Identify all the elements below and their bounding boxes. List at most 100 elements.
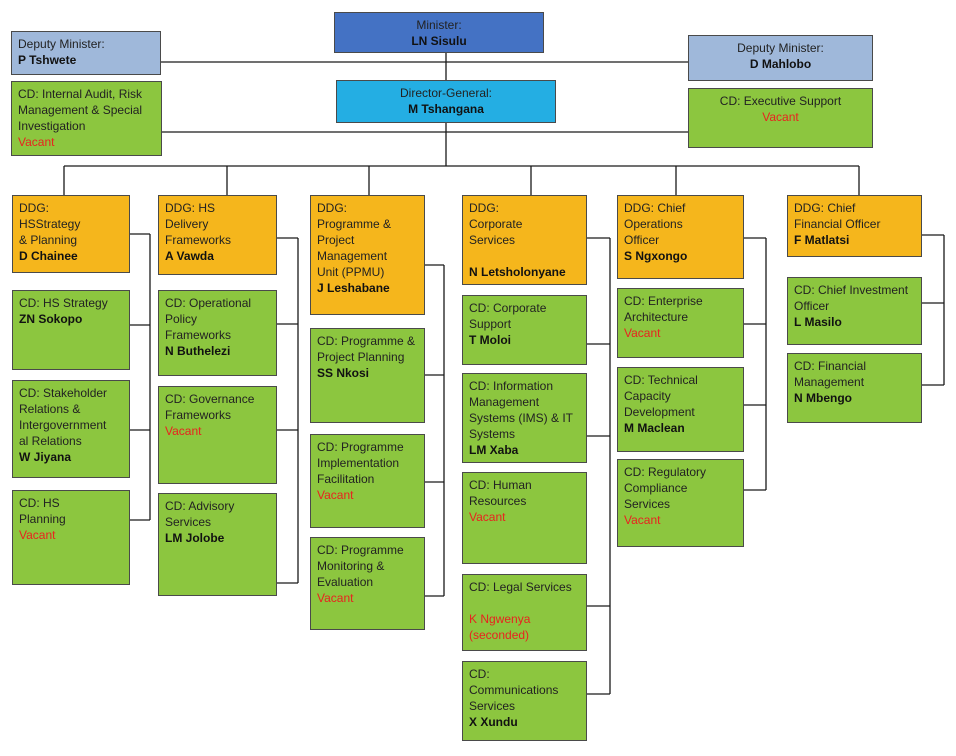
cd-legal-services-box: CD: Legal Services K Ngwenya (seconded) bbox=[462, 574, 587, 651]
cd-corporate-support-box: CD: Corporate Support T Moloi bbox=[462, 295, 587, 365]
cd-advisory-line1: CD: Advisory bbox=[165, 499, 235, 513]
cd-operational-policy-line2: Policy bbox=[165, 312, 198, 326]
minister-title: Minister: bbox=[416, 18, 462, 32]
cd-corporate-support-line2: Support bbox=[469, 317, 512, 331]
cd-hr-line2: Resources bbox=[469, 494, 527, 508]
cd-operational-policy-box: CD: Operational Policy Frameworks N Buth… bbox=[158, 290, 277, 376]
cd-communications-name: X Xundu bbox=[469, 715, 518, 729]
cd-communications-line2: Communications bbox=[469, 683, 559, 697]
ddg-ppmu-line5: Unit (PPMU) bbox=[317, 265, 385, 279]
ddg-ppmu-line4: Management bbox=[317, 249, 388, 263]
cd-hr-status: Vacant bbox=[469, 510, 506, 524]
cd-ims-line4: Systems bbox=[469, 427, 516, 441]
cd-hs-planning-box: CD: HS Planning Vacant bbox=[12, 490, 130, 585]
cd-governance-line1: CD: Governance bbox=[165, 392, 255, 406]
cd-programme-planning-name: SS Nkosi bbox=[317, 366, 370, 380]
ddg-coo-line2: Operations bbox=[624, 217, 683, 231]
ddg-corporate-line2: Corporate bbox=[469, 217, 523, 231]
ddg-hs-strategy-line3: & Planning bbox=[19, 233, 78, 247]
cd-regulatory-line3: Services bbox=[624, 497, 671, 511]
ddg-coo-line3: Officer bbox=[624, 233, 660, 247]
cd-ims-line1: CD: Information bbox=[469, 379, 554, 393]
cd-stakeholder-line1: CD: Stakeholder bbox=[19, 386, 108, 400]
cd-executive-support-title: CD: Executive Support bbox=[719, 94, 842, 108]
cd-advisory-line2: Services bbox=[165, 515, 212, 529]
cd-financial-line1: CD: Financial bbox=[794, 359, 867, 373]
cd-corporate-support-name: T Moloi bbox=[469, 333, 511, 347]
ddg-corporate-line1: DDG: bbox=[469, 201, 499, 215]
cd-stakeholder-name: W Jiyana bbox=[19, 450, 72, 464]
cd-technical-line3: Development bbox=[624, 405, 695, 419]
deputy-minister-left-box: Deputy Minister: P Tshwete bbox=[11, 31, 161, 75]
ddg-cfo-line2: Financial Officer bbox=[794, 217, 881, 231]
cd-corporate-support-line1: CD: Corporate bbox=[469, 301, 547, 315]
cd-financial-line2: Management bbox=[794, 375, 865, 389]
deputy-minister-right-title: Deputy Minister: bbox=[737, 41, 824, 55]
cd-internal-audit-line3: Investigation bbox=[18, 119, 86, 133]
cd-enterprise-status: Vacant bbox=[624, 326, 661, 340]
cd-internal-audit-box: CD: Internal Audit, Risk Management & Sp… bbox=[11, 81, 162, 156]
cd-executive-support-box: CD: Executive Support Vacant bbox=[688, 88, 873, 148]
ddg-coo-line1: DDG: Chief bbox=[624, 201, 686, 215]
cd-hr-line1: CD: Human bbox=[469, 478, 532, 492]
ddg-ppmu-name: J Leshabane bbox=[317, 281, 390, 295]
cd-ims-name: LM Xaba bbox=[469, 443, 519, 457]
cd-regulatory-line1: CD: Regulatory bbox=[624, 465, 707, 479]
cd-internal-audit-line1: CD: Internal Audit, Risk bbox=[18, 87, 143, 101]
cd-governance-frameworks-box: CD: Governance Frameworks Vacant bbox=[158, 386, 277, 484]
ddg-cfo-line1: DDG: Chief bbox=[794, 201, 856, 215]
ddg-ppmu-box: DDG: Programme & Project Management Unit… bbox=[310, 195, 425, 315]
cd-internal-audit-line2: Management & Special bbox=[18, 103, 143, 117]
cd-advisory-services-box: CD: Advisory Services LM Jolobe bbox=[158, 493, 277, 596]
cd-technical-line2: Capacity bbox=[624, 389, 671, 403]
cd-programme-planning-box: CD: Programme & Project Planning SS Nkos… bbox=[310, 328, 425, 423]
cd-enterprise-line2: Architecture bbox=[624, 310, 689, 324]
cd-communications-line3: Services bbox=[469, 699, 516, 713]
ddg-ppmu-line1: DDG: bbox=[317, 201, 347, 215]
ddg-ppmu-line3: Project bbox=[317, 233, 355, 247]
ddg-hs-delivery-line3: Frameworks bbox=[165, 233, 232, 247]
ddg-hs-strategy-name: D Chainee bbox=[19, 249, 78, 263]
cd-ims-line2: Management bbox=[469, 395, 540, 409]
ddg-chief-operations-box: DDG: Chief Operations Officer S Ngxongo bbox=[617, 195, 744, 279]
ddg-chief-financial-box: DDG: Chief Financial Officer F Matlatsi bbox=[787, 195, 922, 257]
ddg-corporate-services-box: DDG: Corporate Services N Letsholonyane bbox=[462, 195, 587, 285]
cd-programme-monitoring-status: Vacant bbox=[317, 591, 354, 605]
cd-programme-implementation-box: CD: Programme Implementation Facilitatio… bbox=[310, 434, 425, 528]
director-general-title: Director-General: bbox=[399, 86, 493, 100]
cd-ims-line3: Systems (IMS) & IT bbox=[469, 411, 574, 425]
cd-regulatory-compliance-box: CD: Regulatory Compliance Services Vacan… bbox=[617, 459, 744, 547]
cd-investment-name: L Masilo bbox=[794, 315, 842, 329]
ddg-hs-delivery-line2: Delivery bbox=[165, 217, 209, 231]
deputy-minister-left-name: P Tshwete bbox=[18, 53, 77, 67]
cd-hs-strategy-line1: CD: HS Strategy bbox=[19, 296, 108, 310]
cd-hs-planning-line2: Planning bbox=[19, 512, 66, 526]
cd-stakeholder-line3: Intergovernment bbox=[19, 418, 107, 432]
deputy-minister-right-box: Deputy Minister: D Mahlobo bbox=[688, 35, 873, 81]
cd-hs-strategy-box: CD: HS Strategy ZN Sokopo bbox=[12, 290, 130, 370]
cd-programme-implementation-line3: Facilitation bbox=[317, 472, 375, 486]
cd-advisory-name: LM Jolobe bbox=[165, 531, 225, 545]
cd-legal-status: K Ngwenya bbox=[469, 612, 531, 626]
cd-internal-audit-status: Vacant bbox=[18, 135, 55, 149]
minister-name: LN Sisulu bbox=[411, 34, 467, 48]
cd-communications-services-box: CD: Communications Services X Xundu bbox=[462, 661, 587, 741]
ddg-corporate-line3: Services bbox=[469, 233, 516, 247]
director-general-box: Director-General: M Tshangana bbox=[336, 80, 556, 123]
ddg-hs-delivery-name: A Vawda bbox=[165, 249, 214, 263]
cd-financial-name: N Mbengo bbox=[794, 391, 852, 405]
ddg-hs-delivery-box: DDG: HS Delivery Frameworks A Vawda bbox=[158, 195, 277, 275]
ddg-corporate-name: N Letsholonyane bbox=[469, 265, 566, 279]
cd-chief-investment-box: CD: Chief Investment Officer L Masilo bbox=[787, 277, 922, 345]
ddg-coo-name: S Ngxongo bbox=[624, 249, 688, 263]
cd-programme-implementation-line1: CD: Programme bbox=[317, 440, 404, 454]
cd-programme-monitoring-line3: Evaluation bbox=[317, 575, 374, 589]
cd-communications-line1: CD: bbox=[469, 667, 490, 681]
cd-stakeholder-line2: Relations & bbox=[19, 402, 81, 416]
ddg-hs-strategy-line2: HSStrategy bbox=[19, 217, 81, 231]
cd-programme-implementation-status: Vacant bbox=[317, 488, 354, 502]
cd-programme-planning-line2: Project Planning bbox=[317, 350, 405, 364]
ddg-hs-strategy-line1: DDG: bbox=[19, 201, 49, 215]
cd-programme-implementation-line2: Implementation bbox=[317, 456, 400, 470]
